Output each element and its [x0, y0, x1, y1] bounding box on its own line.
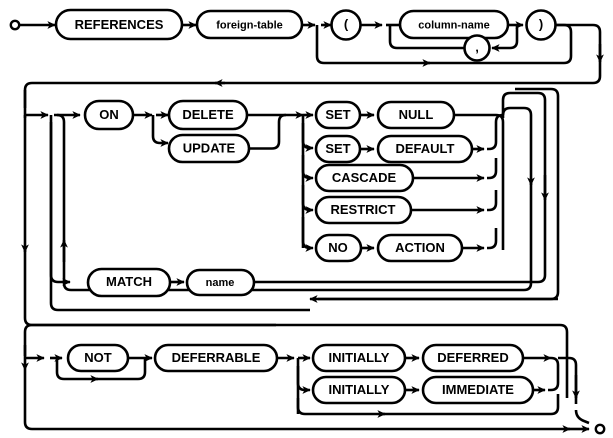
wire-actions-to-repeat-rail [501, 106, 535, 186]
token-column-name-label: column-name [418, 19, 490, 31]
wire-final-curve-to-dot [574, 409, 590, 425]
wire-update-merge [249, 113, 287, 150]
wire-initially-bypass-right [379, 394, 560, 416]
token-deferrable-label: DEFERRABLE [172, 350, 261, 365]
wire-immediate-merge [548, 356, 560, 392]
wire-to-restrict [301, 185, 314, 214]
token-not-label: NOT [84, 350, 112, 365]
wire-not-bypass-right [92, 358, 147, 381]
token-on-label: ON [99, 107, 119, 122]
token-lparen-label: ( [344, 16, 349, 31]
token-action-label: ACTION [395, 240, 445, 255]
token-foreign-table-label: foreign-table [216, 19, 283, 31]
token-update-label: UPDATE [183, 140, 236, 155]
start-terminal-dot [9, 19, 21, 31]
token-match-label: MATCH [106, 274, 152, 289]
wire-group-return-lower-left [49, 122, 310, 312]
wire-final-rail-down [558, 356, 578, 404]
wire-bypass-column-list-left [315, 25, 431, 67]
token-initially1-label: INITIALLY [329, 350, 390, 365]
wire-row4-outer-bypass [23, 370, 571, 433]
token-default-label: DEFAULT [396, 141, 455, 156]
token-name-label: name [206, 277, 235, 289]
wire-wrap-line-row2-entry [23, 81, 225, 108]
wire-lower-return-up [318, 87, 560, 301]
wire-action-merge [487, 228, 498, 250]
wire-row4-entry [23, 323, 276, 356]
wire-not-bypass-left [55, 358, 99, 383]
token-references-label: REFERENCES [75, 17, 164, 32]
token-restrict-label: RESTRICT [331, 202, 396, 217]
wire-initially-bypass-left [296, 398, 386, 418]
token-immediate-label: IMMEDIATE [442, 382, 514, 397]
wire-to-update [151, 115, 169, 147]
wire-comma-loop-right [491, 25, 519, 52]
wire-default-merge [487, 113, 504, 151]
token-delete-label: DELETE [182, 107, 234, 122]
token-no-label: NO [328, 240, 348, 255]
token-initially2-label: INITIALLY [329, 382, 390, 397]
wire-action-repeat-return-up [56, 113, 106, 292]
wire-restrict-merge [487, 190, 498, 212]
wire-null-merge [454, 113, 505, 250]
token-cascade-label: CASCADE [332, 170, 397, 185]
wire-bypass-column-list-right [424, 23, 573, 65]
wire-to-no [301, 217, 314, 252]
token-comma-label: , [475, 39, 479, 54]
token-rparen-label: ) [539, 16, 543, 31]
wire-rparen-to-wrap [555, 23, 602, 85]
wire-to-cascade [301, 155, 314, 182]
token-set2-label: SET [325, 141, 350, 156]
token-set1-label: SET [325, 107, 350, 122]
wire-comma-loop-left [388, 25, 465, 50]
wire-cascade-merge [487, 158, 498, 180]
token-deferred-label: DEFERRED [437, 350, 509, 365]
wire-wrap-row3-row4-right [285, 323, 569, 398]
wire-match-merge-rail [254, 91, 547, 284]
wire-to-match [49, 115, 71, 286]
wire-to-initially2 [296, 366, 311, 394]
wire-to-set-default [301, 123, 314, 152]
token-null-label: NULL [399, 107, 434, 122]
end-terminal-dot [594, 423, 606, 435]
